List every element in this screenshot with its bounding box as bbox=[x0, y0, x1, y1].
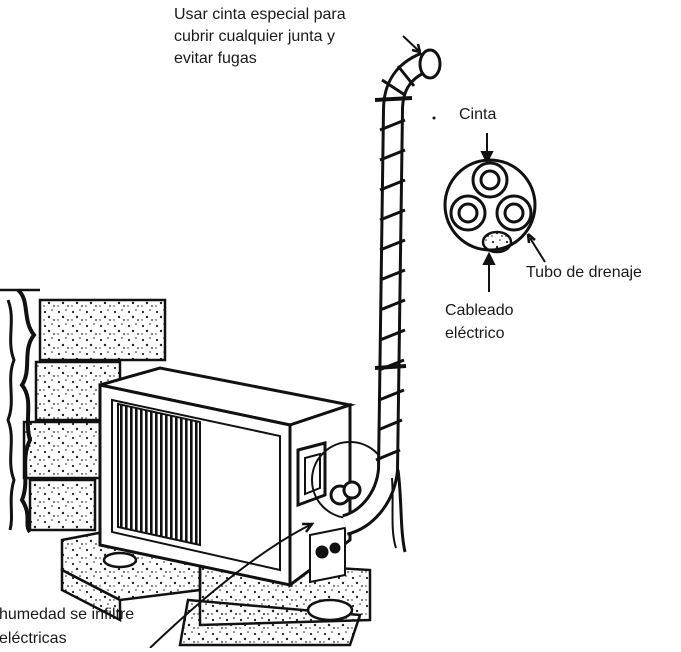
arrow-tubo bbox=[529, 237, 546, 263]
label-moisture-warning: humedad se infiltre eléctricas bbox=[0, 604, 134, 652]
speck bbox=[432, 116, 436, 120]
label-moisture-line-2: eléctricas bbox=[0, 630, 67, 647]
condenser-grille bbox=[117, 402, 201, 547]
arrow-top bbox=[402, 35, 421, 53]
label-electrical-wiring: Cableado eléctrico bbox=[445, 300, 514, 346]
label-tape-line-1: Usar cinta especial para bbox=[174, 6, 346, 23]
wrapped-pipe-bundle bbox=[341, 48, 442, 553]
wiring-section bbox=[481, 230, 513, 254]
label-tape-line-2: cubrir cualquier junta y bbox=[174, 28, 335, 45]
label-wiring-line-2: eléctrico bbox=[445, 325, 505, 342]
label-cinta: Cinta bbox=[459, 106, 497, 123]
label-wiring-line-1: Cableado bbox=[445, 302, 514, 319]
bundle-cross-section bbox=[443, 158, 537, 254]
label-tape-instruction: Usar cinta especial para cubrir cualquie… bbox=[174, 4, 346, 70]
label-tape-line-3: evitar fugas bbox=[174, 50, 257, 67]
brick-wall bbox=[0, 288, 167, 534]
outdoor-ac-unit bbox=[98, 366, 389, 588]
leader-lines bbox=[149, 35, 546, 648]
label-moisture-line-1: humedad se infiltre bbox=[0, 606, 135, 623]
arrow-bottom bbox=[149, 524, 311, 648]
label-drain-tube: Tubo de drenaje bbox=[526, 264, 642, 281]
